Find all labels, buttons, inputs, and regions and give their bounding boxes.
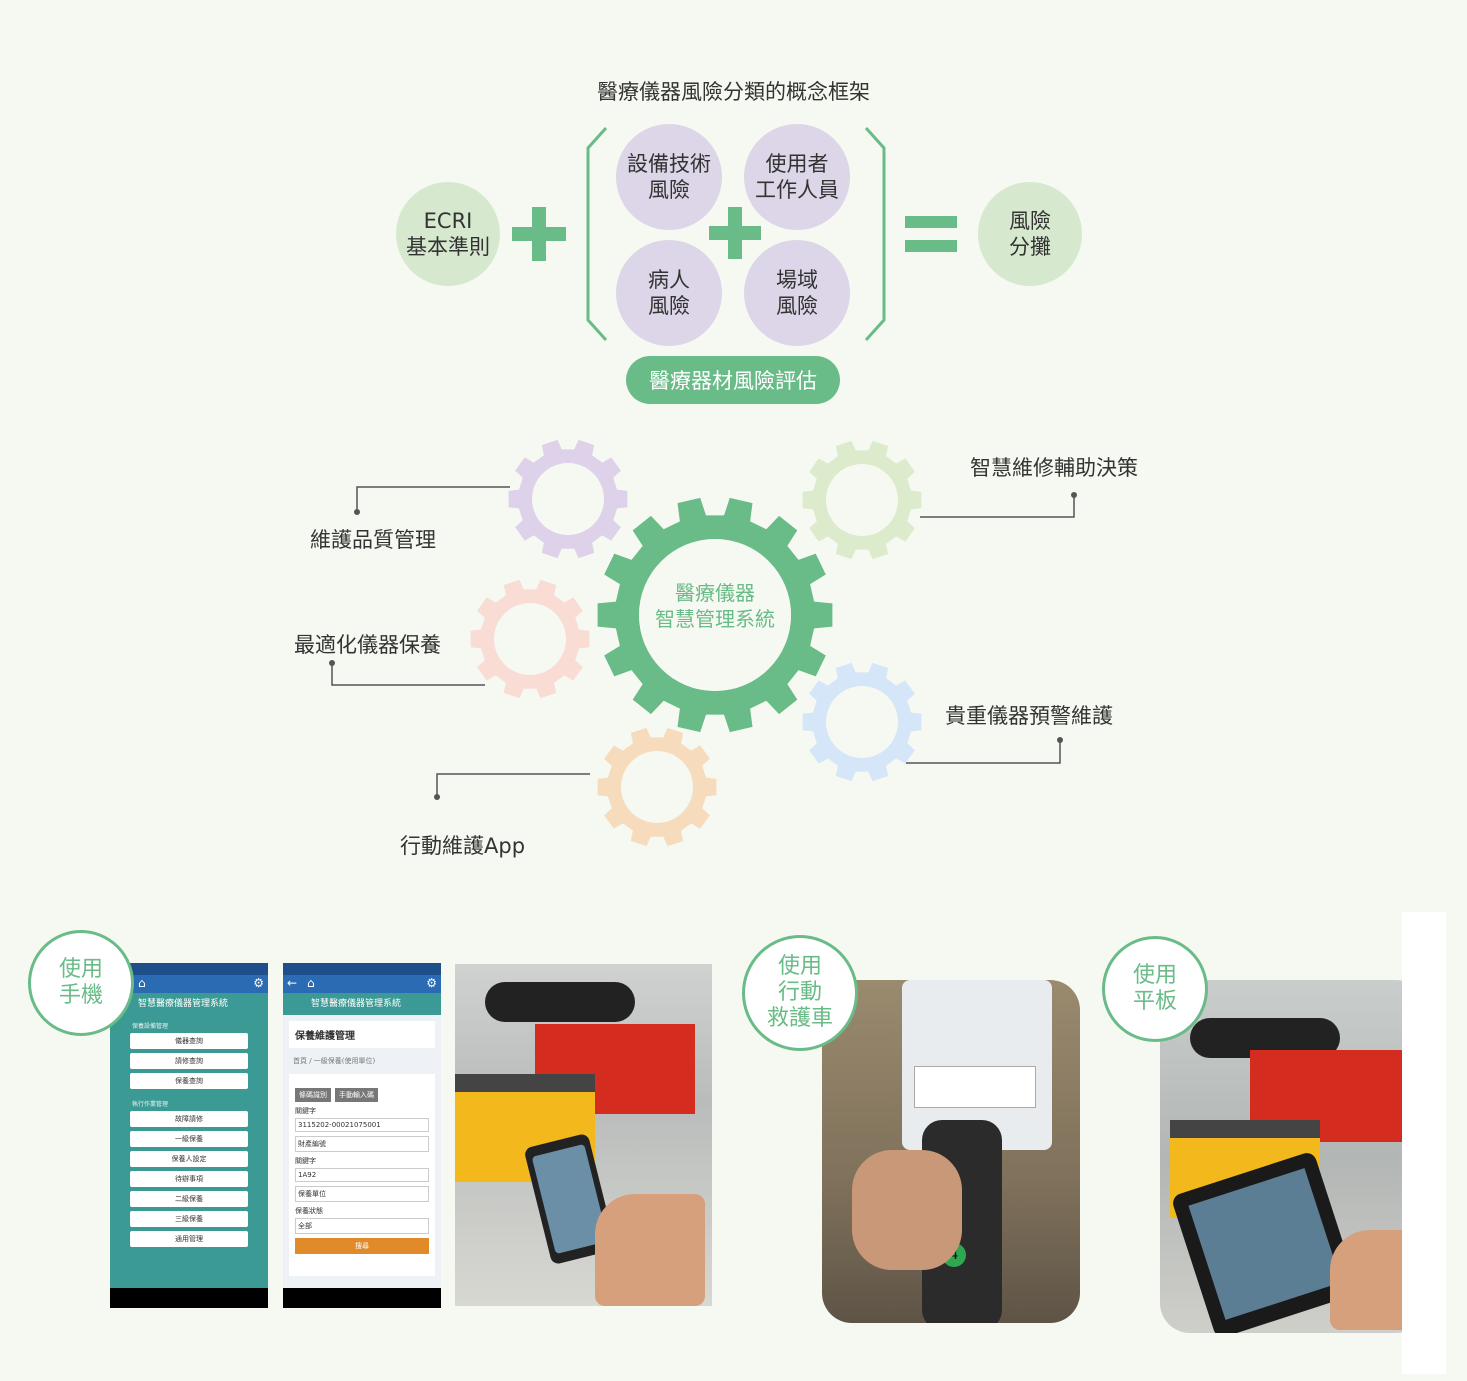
page-title: 保養維護管理: [289, 1021, 435, 1048]
maintenance-gear-hole: [494, 603, 566, 675]
leader-mobile: [436, 773, 590, 797]
menu-item[interactable]: 保養查詢: [130, 1073, 248, 1089]
center-gear-label: 醫療儀器 智慧管理系統: [655, 581, 775, 631]
mobile-app-label: 行動維護App: [400, 834, 526, 858]
menu-item[interactable]: 保養人設定: [130, 1151, 248, 1167]
property-select[interactable]: 財產編號: [295, 1136, 429, 1152]
field-label: 保養狀態: [295, 1207, 323, 1215]
menu-item[interactable]: 請修查詢: [130, 1053, 248, 1069]
decision-label: 智慧維修輔助決策: [970, 456, 1138, 480]
leader-maintenance: [331, 663, 485, 686]
menu-item[interactable]: 一級保養: [130, 1131, 248, 1147]
leader-warning: [906, 740, 1061, 764]
user-risk-circle: 使用者 工作人員: [744, 124, 850, 230]
status-select[interactable]: 全部: [295, 1218, 429, 1234]
framework-title: 醫療儀器風險分類的概念框架: [597, 80, 870, 104]
cart-badge: 使用 行動 救護車: [742, 935, 858, 1051]
field-label: 關鍵字: [295, 1107, 316, 1115]
left-bracket-icon: [586, 126, 608, 342]
warning-label: 貴重儀器預警維護: [945, 704, 1113, 728]
tab-barcode[interactable]: 條碼識別: [295, 1088, 331, 1102]
menu-section-heading: 保養設備管理: [132, 1023, 169, 1030]
leader-quality: [356, 486, 510, 512]
quality-gear-hole: [532, 463, 604, 535]
photo-tablet: [1160, 980, 1426, 1333]
phone-screenshot-form: ← ⌂ ⚙ 智慧醫療儀器管理系統 保養維護管理 首頁 / 一級保養(使用單位) 條碼…: [283, 963, 441, 1308]
mobile-gear-hole: [621, 751, 693, 823]
field-label: 關鍵字: [295, 1157, 316, 1165]
photo-barcode-scanner: 4: [822, 980, 1080, 1323]
inner-plus-icon: [709, 207, 761, 259]
menu-item[interactable]: 通用管理: [130, 1231, 248, 1247]
gear-icon[interactable]: ⚙: [426, 976, 437, 990]
result-circle: 風險 分攤: [978, 182, 1082, 286]
home-icon[interactable]: ⌂: [307, 976, 315, 990]
phone-badge: 使用 手機: [28, 930, 134, 1036]
ecri-circle: ECRI 基本準則: [396, 182, 500, 286]
keyword2-input[interactable]: 1A92: [295, 1168, 429, 1182]
plus-icon: [512, 207, 566, 261]
warning-gear-hole: [826, 686, 898, 758]
page-margin-strip: [1402, 912, 1446, 1374]
back-icon[interactable]: ←: [287, 976, 298, 990]
maintenance-label: 最適化儀器保養: [294, 633, 441, 657]
equals-icon: [905, 216, 957, 252]
breadcrumb: 首頁 / 一級保養(使用單位): [293, 1057, 376, 1065]
menu-item[interactable]: 二級保養: [130, 1191, 248, 1207]
decision-gear-hole: [826, 464, 898, 536]
tab-manual[interactable]: 手動輸入碼: [335, 1088, 378, 1102]
site-risk-circle: 場域 風險: [744, 240, 850, 346]
keyword-input[interactable]: 3115202-00021075001: [295, 1118, 429, 1132]
app-title: 智慧醫療儀器管理系統: [283, 993, 441, 1015]
home-icon[interactable]: ⌂: [138, 976, 146, 990]
assessment-pill: 醫療器材風險評估: [626, 356, 840, 404]
leader-decision: [920, 495, 1075, 518]
menu-item[interactable]: 待辦事項: [130, 1171, 248, 1187]
gear-icon[interactable]: ⚙: [253, 976, 264, 990]
patient-risk-circle: 病人 風險: [616, 240, 722, 346]
unit-select[interactable]: 保養單位: [295, 1186, 429, 1202]
photo-phone-scanning: [455, 964, 712, 1306]
app-title: 智慧醫療儀器管理系統: [110, 993, 268, 1015]
tablet-badge: 使用 平板: [1102, 936, 1208, 1042]
menu-item[interactable]: 三級保養: [130, 1211, 248, 1227]
menu-item[interactable]: 儀器查詢: [130, 1033, 248, 1049]
phone-screenshot-menu: ⌂ ⚙ 智慧醫療儀器管理系統 保養設備管理 儀器查詢請修查詢保養查詢 執行作業管理…: [110, 963, 268, 1308]
menu-section-heading: 執行作業管理: [132, 1101, 169, 1108]
equipment-risk-circle: 設備技術 風險: [616, 124, 722, 230]
menu-item[interactable]: 故障請修: [130, 1111, 248, 1127]
right-bracket-icon: [864, 126, 886, 342]
quality-label: 維護品質管理: [310, 528, 436, 552]
search-button[interactable]: 搜尋: [295, 1238, 429, 1254]
gear-diagram: [329, 439, 1077, 847]
